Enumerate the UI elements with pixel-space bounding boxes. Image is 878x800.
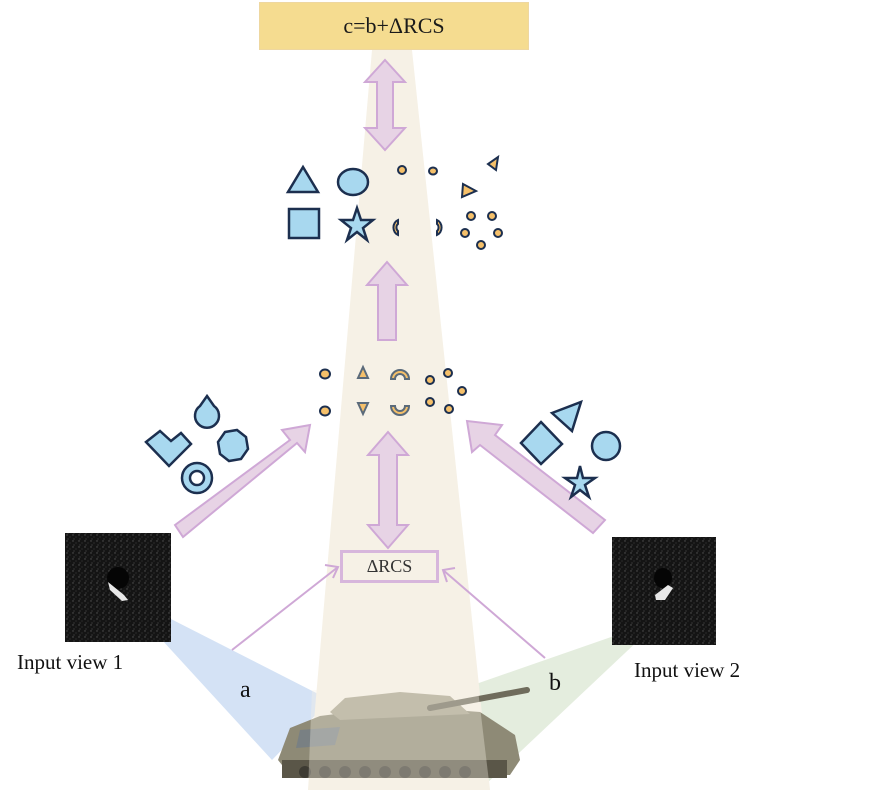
connector-head-left <box>324 564 340 579</box>
dot-icon <box>425 397 435 407</box>
square-icon <box>287 207 321 240</box>
small-triangle-up-icon <box>356 364 370 379</box>
delta-rcs-label: ΔRCS <box>366 556 413 576</box>
dot-icon <box>457 386 467 396</box>
dot-icon <box>319 368 331 380</box>
sar-image-view-1 <box>65 533 171 642</box>
diamond-icon <box>519 420 564 466</box>
beam-overlay <box>308 690 490 790</box>
angle-a-label: a <box>240 677 251 703</box>
drop-icon <box>193 393 221 429</box>
l-shape-icon <box>144 429 193 468</box>
angle-b-label: b <box>549 670 561 696</box>
sar-image-view-2 <box>612 537 716 645</box>
input-view-2-label: Input view 2 <box>634 658 741 682</box>
triangle-icon <box>549 399 583 434</box>
dot-icon <box>428 166 438 176</box>
up-arrow-middle <box>364 260 410 341</box>
star-icon <box>561 465 599 501</box>
small-triangle-icon <box>486 154 500 172</box>
left-arc-icon <box>392 218 399 237</box>
double-arrow-lower <box>365 430 411 550</box>
dot-icon <box>493 228 503 238</box>
circle-icon <box>590 430 622 462</box>
arc-top-icon <box>389 369 411 380</box>
dot-icon <box>443 368 453 378</box>
ring-hole <box>188 469 206 487</box>
delta-rcs-box: ΔRCS <box>340 550 439 583</box>
dot-icon <box>466 211 476 221</box>
triangle-icon <box>285 164 321 194</box>
tank-image <box>278 687 530 778</box>
dot-icon <box>425 375 435 385</box>
output-formula-box: c=b+ΔRCS <box>259 2 529 50</box>
dot-icon <box>487 211 497 221</box>
diagonal-arrow-left <box>173 423 312 539</box>
output-formula: c=b+ΔRCS <box>343 13 445 38</box>
small-triangle-icon <box>460 182 479 199</box>
connector-line-right <box>442 569 546 659</box>
dot-icon <box>444 404 454 414</box>
arc-bottom-icon <box>389 405 411 416</box>
dot-icon <box>397 165 407 175</box>
connector-line-left <box>231 566 339 651</box>
small-triangle-down-icon <box>356 402 370 417</box>
diagonal-arrow-right <box>465 419 607 535</box>
circle-icon <box>336 167 370 197</box>
dot-icon <box>476 240 486 250</box>
star-icon <box>337 204 377 244</box>
dot-icon <box>460 228 470 238</box>
double-arrow-top <box>362 58 408 152</box>
dot-icon <box>319 405 331 417</box>
connector-head-right <box>441 567 456 583</box>
central-beam <box>308 50 490 790</box>
input-view-1-label: Input view 1 <box>17 650 124 674</box>
right-arc-icon <box>436 218 443 237</box>
octagon-icon <box>216 428 250 463</box>
